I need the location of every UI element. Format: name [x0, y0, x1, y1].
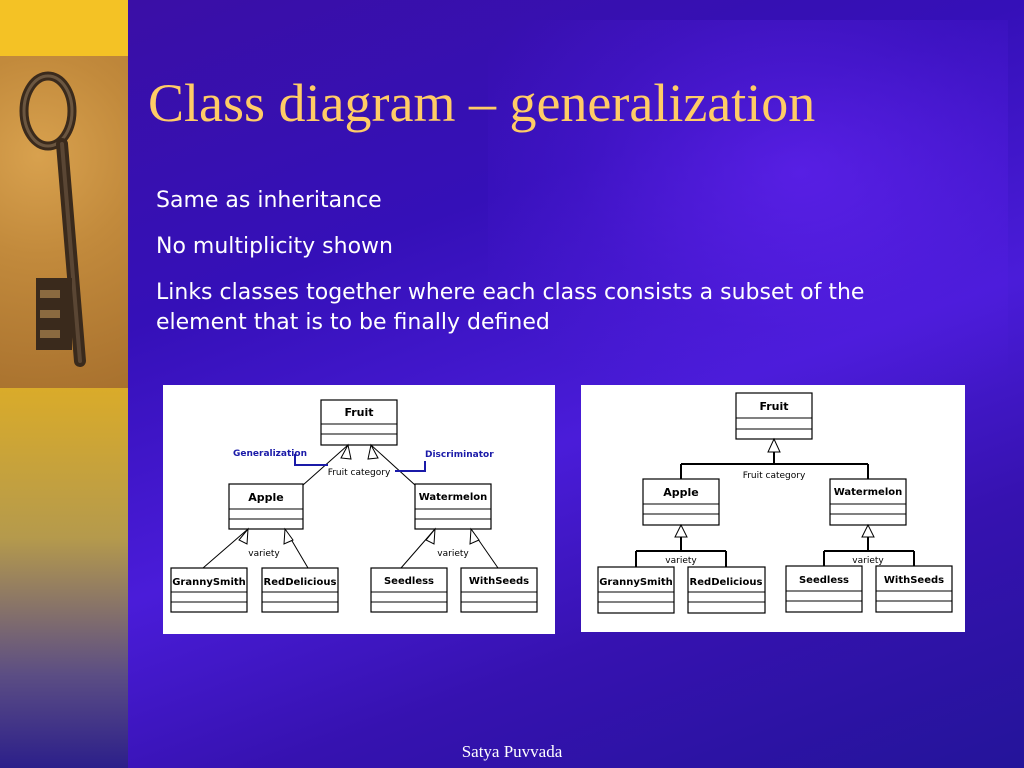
svg-text:Watermelon: Watermelon	[834, 487, 903, 498]
svg-text:Fruit: Fruit	[759, 400, 788, 413]
class-box-watermelon: Watermelon	[414, 483, 492, 530]
svg-text:GrannySmith: GrannySmith	[172, 577, 246, 588]
class-box-watermelon: Watermelon	[829, 478, 907, 526]
slide-title: Class diagram – generalization	[148, 73, 816, 133]
svg-text:WithSeeds: WithSeeds	[884, 575, 944, 586]
svg-text:WithSeeds: WithSeeds	[469, 576, 529, 587]
class-box-fruit: Fruit	[735, 392, 813, 440]
bullet-list: Same as inheritance No multiplicity show…	[156, 186, 916, 354]
footer-author: Satya Puvvada	[461, 742, 563, 761]
class-diagram-left: Fruit Generalization Discriminator Fruit…	[163, 385, 555, 634]
class-box-grannysmith: GrannySmith	[597, 566, 675, 614]
class-box-reddelicious: RedDelicious	[261, 567, 339, 613]
svg-text:Apple: Apple	[248, 491, 284, 504]
fruit-category-label: Fruit category	[743, 471, 806, 481]
class-box-reddelicious: RedDelicious	[687, 566, 766, 614]
svg-text:Watermelon: Watermelon	[419, 492, 488, 503]
variety-label: variety	[665, 556, 697, 566]
variety-label: variety	[437, 549, 469, 559]
key-image	[0, 56, 128, 388]
bullet-item: Same as inheritance	[156, 188, 382, 213]
svg-text:Seedless: Seedless	[384, 576, 434, 587]
bullet-item: Links classes together where each class …	[156, 280, 865, 335]
svg-text:RedDelicious: RedDelicious	[690, 577, 763, 588]
class-box-withseeds: WithSeeds	[875, 565, 953, 613]
svg-text:Fruit: Fruit	[344, 406, 373, 419]
class-box-apple: Apple	[642, 478, 720, 526]
class-box-grannysmith: GrannySmith	[170, 567, 248, 613]
variety-label: variety	[852, 556, 884, 566]
svg-text:RedDelicious: RedDelicious	[264, 577, 337, 588]
class-box-withseeds: WithSeeds	[460, 567, 538, 613]
class-diagram-right: Fruit Fruit category Apple Watermelon va…	[581, 385, 965, 632]
discriminator-label: Discriminator	[425, 450, 494, 460]
generalization-label: Generalization	[233, 449, 307, 459]
class-box-seedless: Seedless	[785, 565, 863, 613]
class-box-apple: Apple	[228, 483, 304, 530]
slide-background	[128, 0, 1024, 768]
left-top-strip	[0, 0, 128, 56]
bullet-item: No multiplicity shown	[156, 234, 393, 259]
variety-label: variety	[248, 549, 280, 559]
svg-text:GrannySmith: GrannySmith	[599, 577, 673, 588]
svg-text:Apple: Apple	[663, 486, 699, 499]
class-box-fruit: Fruit	[320, 399, 398, 446]
fruit-category-label: Fruit category	[328, 468, 391, 478]
class-box-seedless: Seedless	[370, 567, 448, 613]
left-decor-bar	[0, 0, 128, 768]
svg-text:Seedless: Seedless	[799, 575, 849, 586]
